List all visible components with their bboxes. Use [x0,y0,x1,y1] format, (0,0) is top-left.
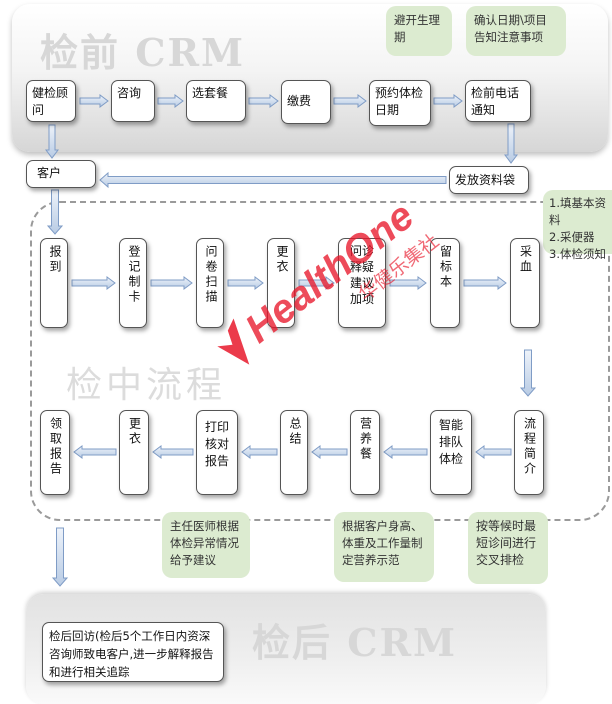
process-intro-box: 流程简介 [514,410,544,495]
smart-queue-box: 智能排队体检 [430,410,472,495]
pay-box: 缴费 [281,80,331,124]
arrow-consult-to-sample [389,276,427,290]
arrow-blood-to-intro [519,349,537,397]
print-check-report-box: 打印核对报告 [196,410,238,495]
arrow-customer-to-checkin [46,189,64,235]
blood-draw-box: 采血 [510,238,540,328]
arrow-change-to-collect [73,445,117,459]
checkin-box: 报到 [40,238,68,328]
arrow-pay-to-booking [333,94,367,108]
arrow-materials-to-customer [99,171,447,189]
consultant-box: 健检顾问 [26,80,76,122]
arrow-print-to-change [152,445,194,459]
note-doctor-advice: 主任医师根据体检异常情况给予建议 [162,512,250,578]
note-prep-list: 1.填基本资料 2.采便器 3.体检须知 [543,190,612,261]
arrow-register-to-scan [150,276,193,290]
collect-report-box: 领取报告 [40,410,70,495]
arrow-call-to-materials [504,123,518,164]
arrow-booking-to-call [433,94,463,108]
note-confirm-date: 确认日期\项目告知注意事项 [466,6,566,56]
nutrition-meal-box: 营养餐 [350,410,380,495]
arrow-sample-to-blood [463,276,507,290]
post-followup-box: 检后回访(检后5个工作日内资深咨询师致电客户,进一步解释报告和进行相关追踪 [42,622,224,682]
sample-box: 留标本 [430,238,460,328]
post-crm-title: 检后 CRM [252,620,458,665]
mid-process-title: 检中流程 [66,365,227,406]
change-clothes-box-1: 更衣 [267,238,295,328]
pre-call-box: 检前电话通知 [465,80,531,122]
prep-item-3: 3.体检须知 [549,247,606,261]
prep-item-1: 1.填基本资料 [549,196,606,227]
arrow-customer-to-consultant [45,124,59,159]
arrow-package-to-pay [248,94,279,108]
pre-crm-title: 检前 CRM [40,30,246,75]
customer-box: 客户 [26,160,96,188]
arrow-consultant-to-consult [79,94,109,108]
mid-process-region [30,201,610,521]
arrow-collect-to-followup [51,527,69,587]
arrow-consult-to-package [157,94,184,108]
book-date-box: 预约体检日期 [369,80,431,126]
flow-arrows [45,94,537,587]
consult-box: 咨询 [111,80,155,122]
change-clothes-box-2: 更衣 [119,410,149,495]
select-package-box: 选套餐 [186,80,246,122]
arrow-queue-to-meal [383,445,428,459]
arrow-change-to-consult [298,276,335,290]
scan-form-box: 问卷扫描 [196,238,224,328]
arrow-scan-to-change [227,276,264,290]
arrow-checkin-to-register [71,276,116,290]
consult-explain-box: 问诊释疑建议加项 [338,238,386,328]
arrow-summary-to-print [241,445,278,459]
summary-box: 总结 [280,410,308,495]
send-materials-box: 发放资料袋 [449,166,529,194]
note-nutrition-plan: 根据客户身高、体重及工作量制定营养示范 [334,512,434,582]
arrow-meal-to-summary [311,445,348,459]
arrow-intro-to-queue [475,445,512,459]
note-queue-rule: 按等候时最短诊间进行交叉排检 [468,512,548,584]
prep-item-2: 2.采便器 [549,230,595,244]
register-card-box: 登记制卡 [119,238,147,328]
note-avoid-period: 避开生理期 [386,6,452,56]
